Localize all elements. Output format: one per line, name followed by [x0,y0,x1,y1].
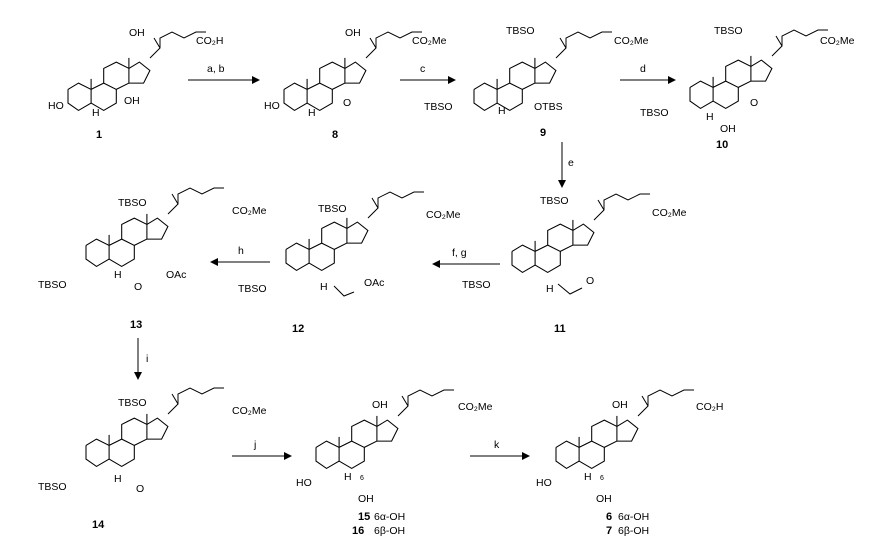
tbso-label: TBSO [640,107,669,119]
compound-1: OH CO₂H HO OH H 1 [48,27,223,141]
tbso-label: TBSO [38,481,67,493]
compound-number: 12 [292,323,304,335]
compound-number: 11 [554,323,566,335]
oh-label: OH [358,493,374,505]
compound-16-desc: 6β-OH [374,525,405,537]
h-label: H [498,105,506,117]
compound-number: 14 [92,519,105,531]
h-label: H [706,111,714,123]
compound-number: 16 [352,525,364,537]
compound-number: 6 [606,511,612,523]
oac-label: OAc [166,269,186,281]
compound-7-desc: 6β-OH [618,525,649,537]
co2me-label: CO₂Me [232,405,267,417]
tbso-label: TBSO [462,279,491,291]
compound-15-desc: 6α-OH [374,511,405,523]
compound-number: 9 [540,127,546,139]
ketone-o-label: O [586,275,594,287]
ketone-o-label: O [134,281,142,293]
reagent-d: d [640,63,646,75]
arrowhead [134,372,142,380]
arrowhead [210,258,218,266]
ketone-o-label: O [343,97,351,109]
ketone-o-label: O [136,483,144,495]
h-label: H [114,473,122,485]
co2me-label: CO₂Me [232,205,267,217]
compound-number: 13 [130,319,142,331]
compound-number: 8 [332,129,338,141]
ho-label: HO [536,477,552,489]
ho-label: HO [296,477,312,489]
compound-15-16: OH CO₂Me HO H 6 OH 15 6α-OH 16 6β-OH [296,389,493,537]
compound-number: 1 [96,129,102,141]
compound-13: TBSO CO₂Me TBSO OAc O H 13 [38,187,267,331]
reagent-c: c [420,63,425,75]
h-label: H [114,269,122,281]
oh-label: OH [596,493,612,505]
co2h-label: CO₂H [696,401,723,413]
compound-number: 15 [358,511,370,523]
tbso-label: TBSO [506,25,535,37]
ho-label: HO [264,100,280,112]
arrowhead [252,76,260,84]
compound-10: TBSO CO₂Me TBSO O OH H 10 [640,25,855,151]
arrowhead [522,452,530,460]
h-label: H [546,283,554,295]
reagent-i: i [146,353,148,365]
oh-label: OH [720,123,736,135]
tbso-label: TBSO [38,279,67,291]
tbso-label: TBSO [118,197,147,209]
h-label: H [320,281,328,293]
ketone-o-label: O [750,97,758,109]
compound-number: 10 [716,139,728,151]
co2me-label: CO₂Me [652,207,687,219]
tbso-label: TBSO [238,283,267,295]
arrowhead [558,180,566,188]
h-label: H [344,471,352,483]
co2me-label: CO₂Me [412,35,447,47]
reagent-ab: a, b [207,63,225,75]
reagent-j: j [253,439,256,451]
compound-11: TBSO CO₂Me TBSO O H 11 [462,193,687,335]
position-6: 6 [360,475,364,482]
h-label: H [308,107,316,119]
compound-6-7: OH CO₂H HO H 6 OH 6 6α-OH 7 6β-OH [536,389,723,537]
position-6: 6 [600,475,604,482]
compound-8: OH CO₂Me HO O H 8 [264,27,447,141]
tbso-label: TBSO [540,195,569,207]
otbs-label: OTBS [534,101,563,113]
reagent-h: h [238,245,244,257]
reagent-e: e [568,157,574,169]
co2me-label: CO₂Me [820,35,855,47]
oh-label: OH [372,399,388,411]
arrowhead [432,260,440,268]
compound-12: TBSO CO₂Me TBSO OAc H 12 [238,191,461,335]
h-label: H [584,471,592,483]
tbso-label: TBSO [714,25,743,37]
reagent-k: k [494,439,500,451]
oac-label: OAc [364,277,384,289]
co2h-label: CO₂H [196,35,223,47]
oh-label: OH [124,95,140,107]
arrowhead [284,452,292,460]
h-label: H [92,107,100,119]
compound-9: TBSO CO₂Me TBSO OTBS H 9 [424,25,649,139]
tbso-label: TBSO [118,397,147,409]
oh-label: OH [345,27,361,39]
compound-14: TBSO CO₂Me TBSO O H 14 [38,387,267,531]
oh-label: OH [612,399,628,411]
ho-label: HO [48,100,64,112]
co2me-label: CO₂Me [458,401,493,413]
co2me-label: CO₂Me [614,35,649,47]
tbso-label: TBSO [318,203,347,215]
arrowhead [668,76,676,84]
compound-number: 7 [606,525,612,537]
tbso-label: TBSO [424,101,453,113]
oh-label: OH [129,27,145,39]
reagent-fg: f, g [452,247,467,259]
co2me-label: CO₂Me [426,209,461,221]
arrowhead [448,76,456,84]
compound-6-desc: 6α-OH [618,511,649,523]
